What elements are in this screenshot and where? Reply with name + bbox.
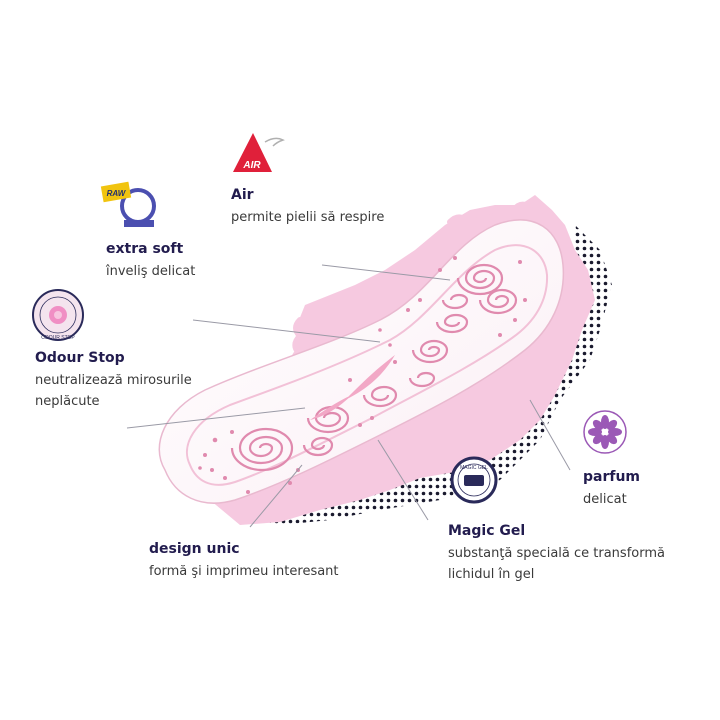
odour-stop-seal-icon: ODOUR STOP <box>32 289 84 341</box>
feature-title: design unic <box>149 541 240 557</box>
feature-odour-stop: Odour Stop neutralizează mirosurile nepl… <box>35 350 192 412</box>
print-dots <box>198 256 527 494</box>
extra-soft-badge-icon: RAW <box>100 181 156 227</box>
feature-parfum: parfum delicat <box>583 469 640 510</box>
magic-gel-icon-text: MAGIC GEL <box>460 465 488 471</box>
flower-icon <box>583 410 627 454</box>
feature-desc: formă şi imprimeu interesant <box>149 564 339 579</box>
feature-title: parfum <box>583 469 641 485</box>
feature-desc: neplăcute <box>35 394 100 409</box>
air-triangle-icon: AIR <box>233 133 285 172</box>
feature-extra-soft: extra soft înveliş delicat <box>106 241 195 282</box>
swirl-print <box>230 263 518 472</box>
extra-soft-icon-text: RAW <box>107 189 127 198</box>
magic-gel-seal-icon: MAGIC GEL <box>450 456 498 504</box>
leader-lines <box>126 264 571 528</box>
feature-air: Air permite pielii să respire <box>231 187 384 228</box>
dotted-backsheet <box>250 225 612 525</box>
pad-top-sheet <box>158 219 565 504</box>
pad-channel <box>185 244 549 486</box>
feature-desc: substanţă specială ce transformă <box>448 546 665 561</box>
feature-title: Air <box>231 187 254 203</box>
air-icon-text: AIR <box>242 160 261 171</box>
feature-desc: lichidul în gel <box>448 567 535 582</box>
feature-magic-gel: Magic Gel substanţă specială ce transfor… <box>448 523 665 585</box>
feature-design-unic: design unic formă şi imprimeu interesant <box>149 541 339 582</box>
feature-desc: înveliş delicat <box>106 264 196 279</box>
feature-title: Magic Gel <box>448 523 526 539</box>
feature-desc: permite pielii să respire <box>231 210 385 225</box>
feature-title: Odour Stop <box>35 350 125 366</box>
feature-desc: delicat <box>583 492 627 507</box>
feature-desc: neutralizează mirosurile <box>35 373 192 388</box>
feature-title: extra soft <box>106 241 184 257</box>
odour-stop-icon-text: ODOUR STOP <box>41 335 75 341</box>
